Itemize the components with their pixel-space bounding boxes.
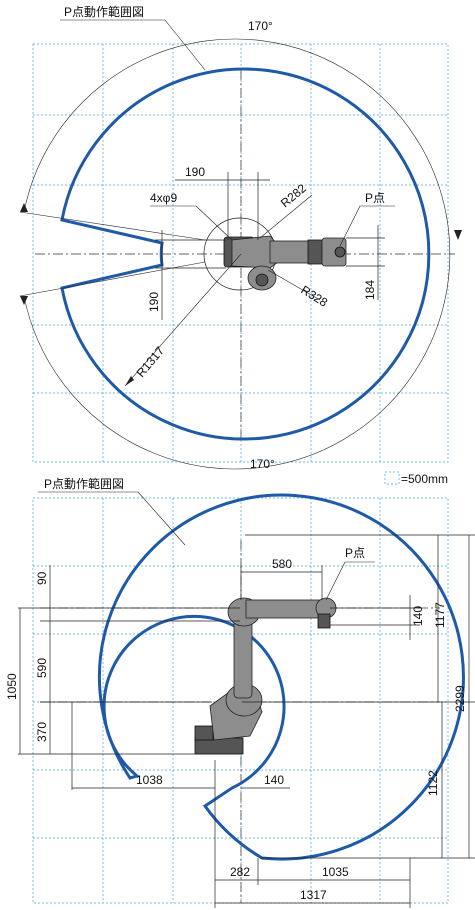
legend-grid-box [384,471,400,485]
top-angle-bottom: 170° [250,457,275,471]
top-hole-label: 4xφ9 [150,191,177,205]
side-dim-1035: 1035 [322,865,349,879]
side-dim-1050: 1050 [5,673,19,700]
side-dim-1177: 1177 [433,602,447,628]
side-dim-580: 580 [272,557,292,571]
side-dim-1038: 1038 [136,773,163,787]
top-angle-arc [23,38,451,470]
side-dim-2299: 2299 [453,685,467,712]
side-robot [194,597,337,755]
side-dim-282: 282 [230,865,250,879]
side-dim-1317: 1317 [300,888,327,902]
side-dim-370: 370 [35,722,49,742]
top-angle-top: 170° [248,19,273,33]
side-view: P点動作範囲図 P点 580 90 590 370 1050 140 1177 … [5,476,475,908]
top-view: P点動作範囲図 170° 170° 190 4xφ9 R282 P点 184 R… [19,4,462,471]
side-dim-90: 90 [35,571,49,585]
side-range-boundary [97,493,465,861]
side-dim-590: 590 [35,658,49,678]
top-dim-184: 184 [363,280,377,300]
top-robot [223,235,347,291]
top-range-boundary [60,67,431,441]
side-p-label: P点 [345,546,365,560]
top-r1317: R1317 [134,344,168,380]
top-title: P点動作範囲図 [64,4,144,19]
top-dim-190-left: 190 [147,292,161,312]
legend-label: =500mm [401,472,448,486]
legend: =500mm [384,471,448,486]
top-p-label: P点 [365,191,385,205]
top-dim-190-top: 190 [185,165,205,179]
top-r328: R328 [298,283,330,310]
side-dim-140-right: 140 [411,606,425,626]
side-dim-1122: 1122 [426,770,440,796]
side-title: P点動作範囲図 [44,476,124,491]
side-dim-140-bottom: 140 [264,773,284,787]
